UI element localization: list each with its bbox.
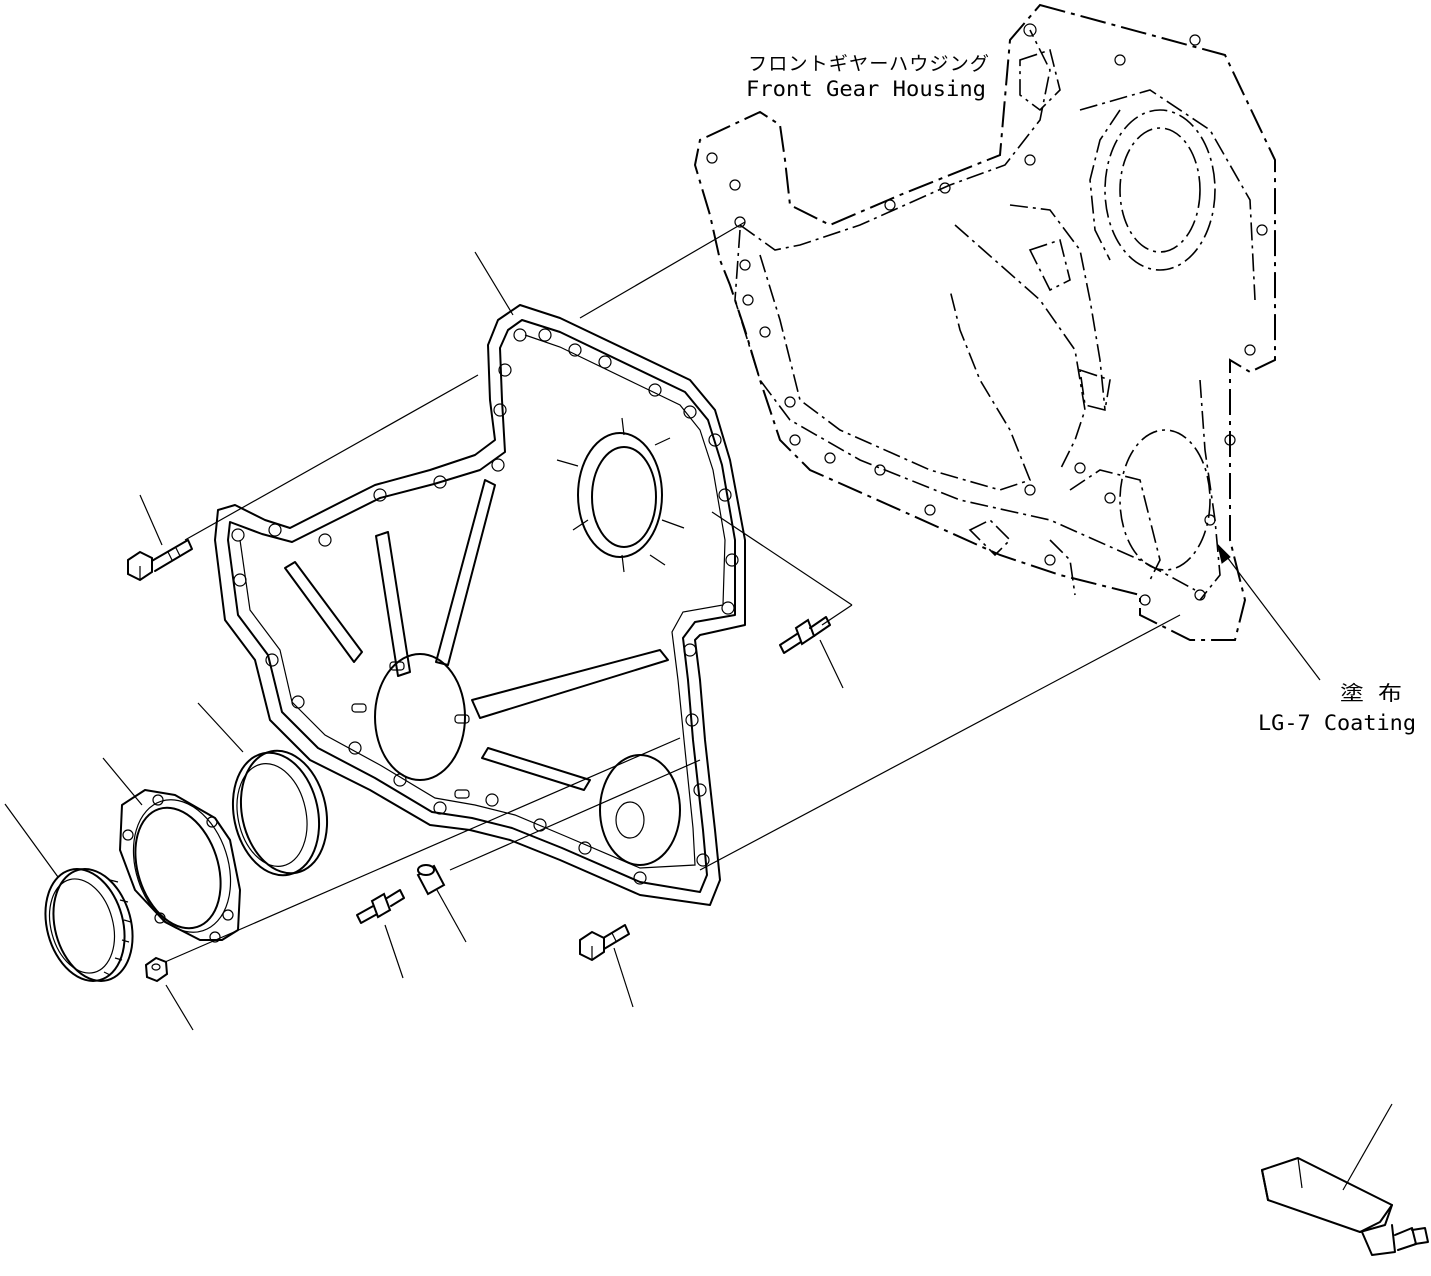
- housing-label-en: Front Gear Housing: [746, 77, 986, 101]
- stud-icon: [779, 616, 831, 654]
- nut-icon: [144, 956, 169, 983]
- cover-seal-bore: [556, 417, 685, 573]
- stud-icon: [356, 889, 405, 924]
- dowel-icon: [416, 864, 446, 896]
- flange-bolt-icon: [127, 539, 193, 582]
- wear-ring-icon: [44, 868, 134, 982]
- coating-label-en: LG-7 Coating: [1258, 711, 1416, 735]
- gear-housing-icon: [693, 3, 1276, 641]
- cover-boss: [599, 754, 681, 866]
- gear-cover-icon: [214, 304, 746, 906]
- housing-label-jp: フロントギヤーハウジング: [748, 53, 990, 75]
- oil-seal-icon: [231, 749, 329, 877]
- coating-label-jp: 塗 布: [1340, 681, 1402, 705]
- seal-housing-icon: [119, 789, 241, 943]
- arrow-head-icon: [1217, 543, 1231, 564]
- sealant-tube-icon: [1261, 1157, 1429, 1256]
- leader-lines: [4, 221, 1393, 1191]
- flange-bolt-icon: [579, 924, 630, 962]
